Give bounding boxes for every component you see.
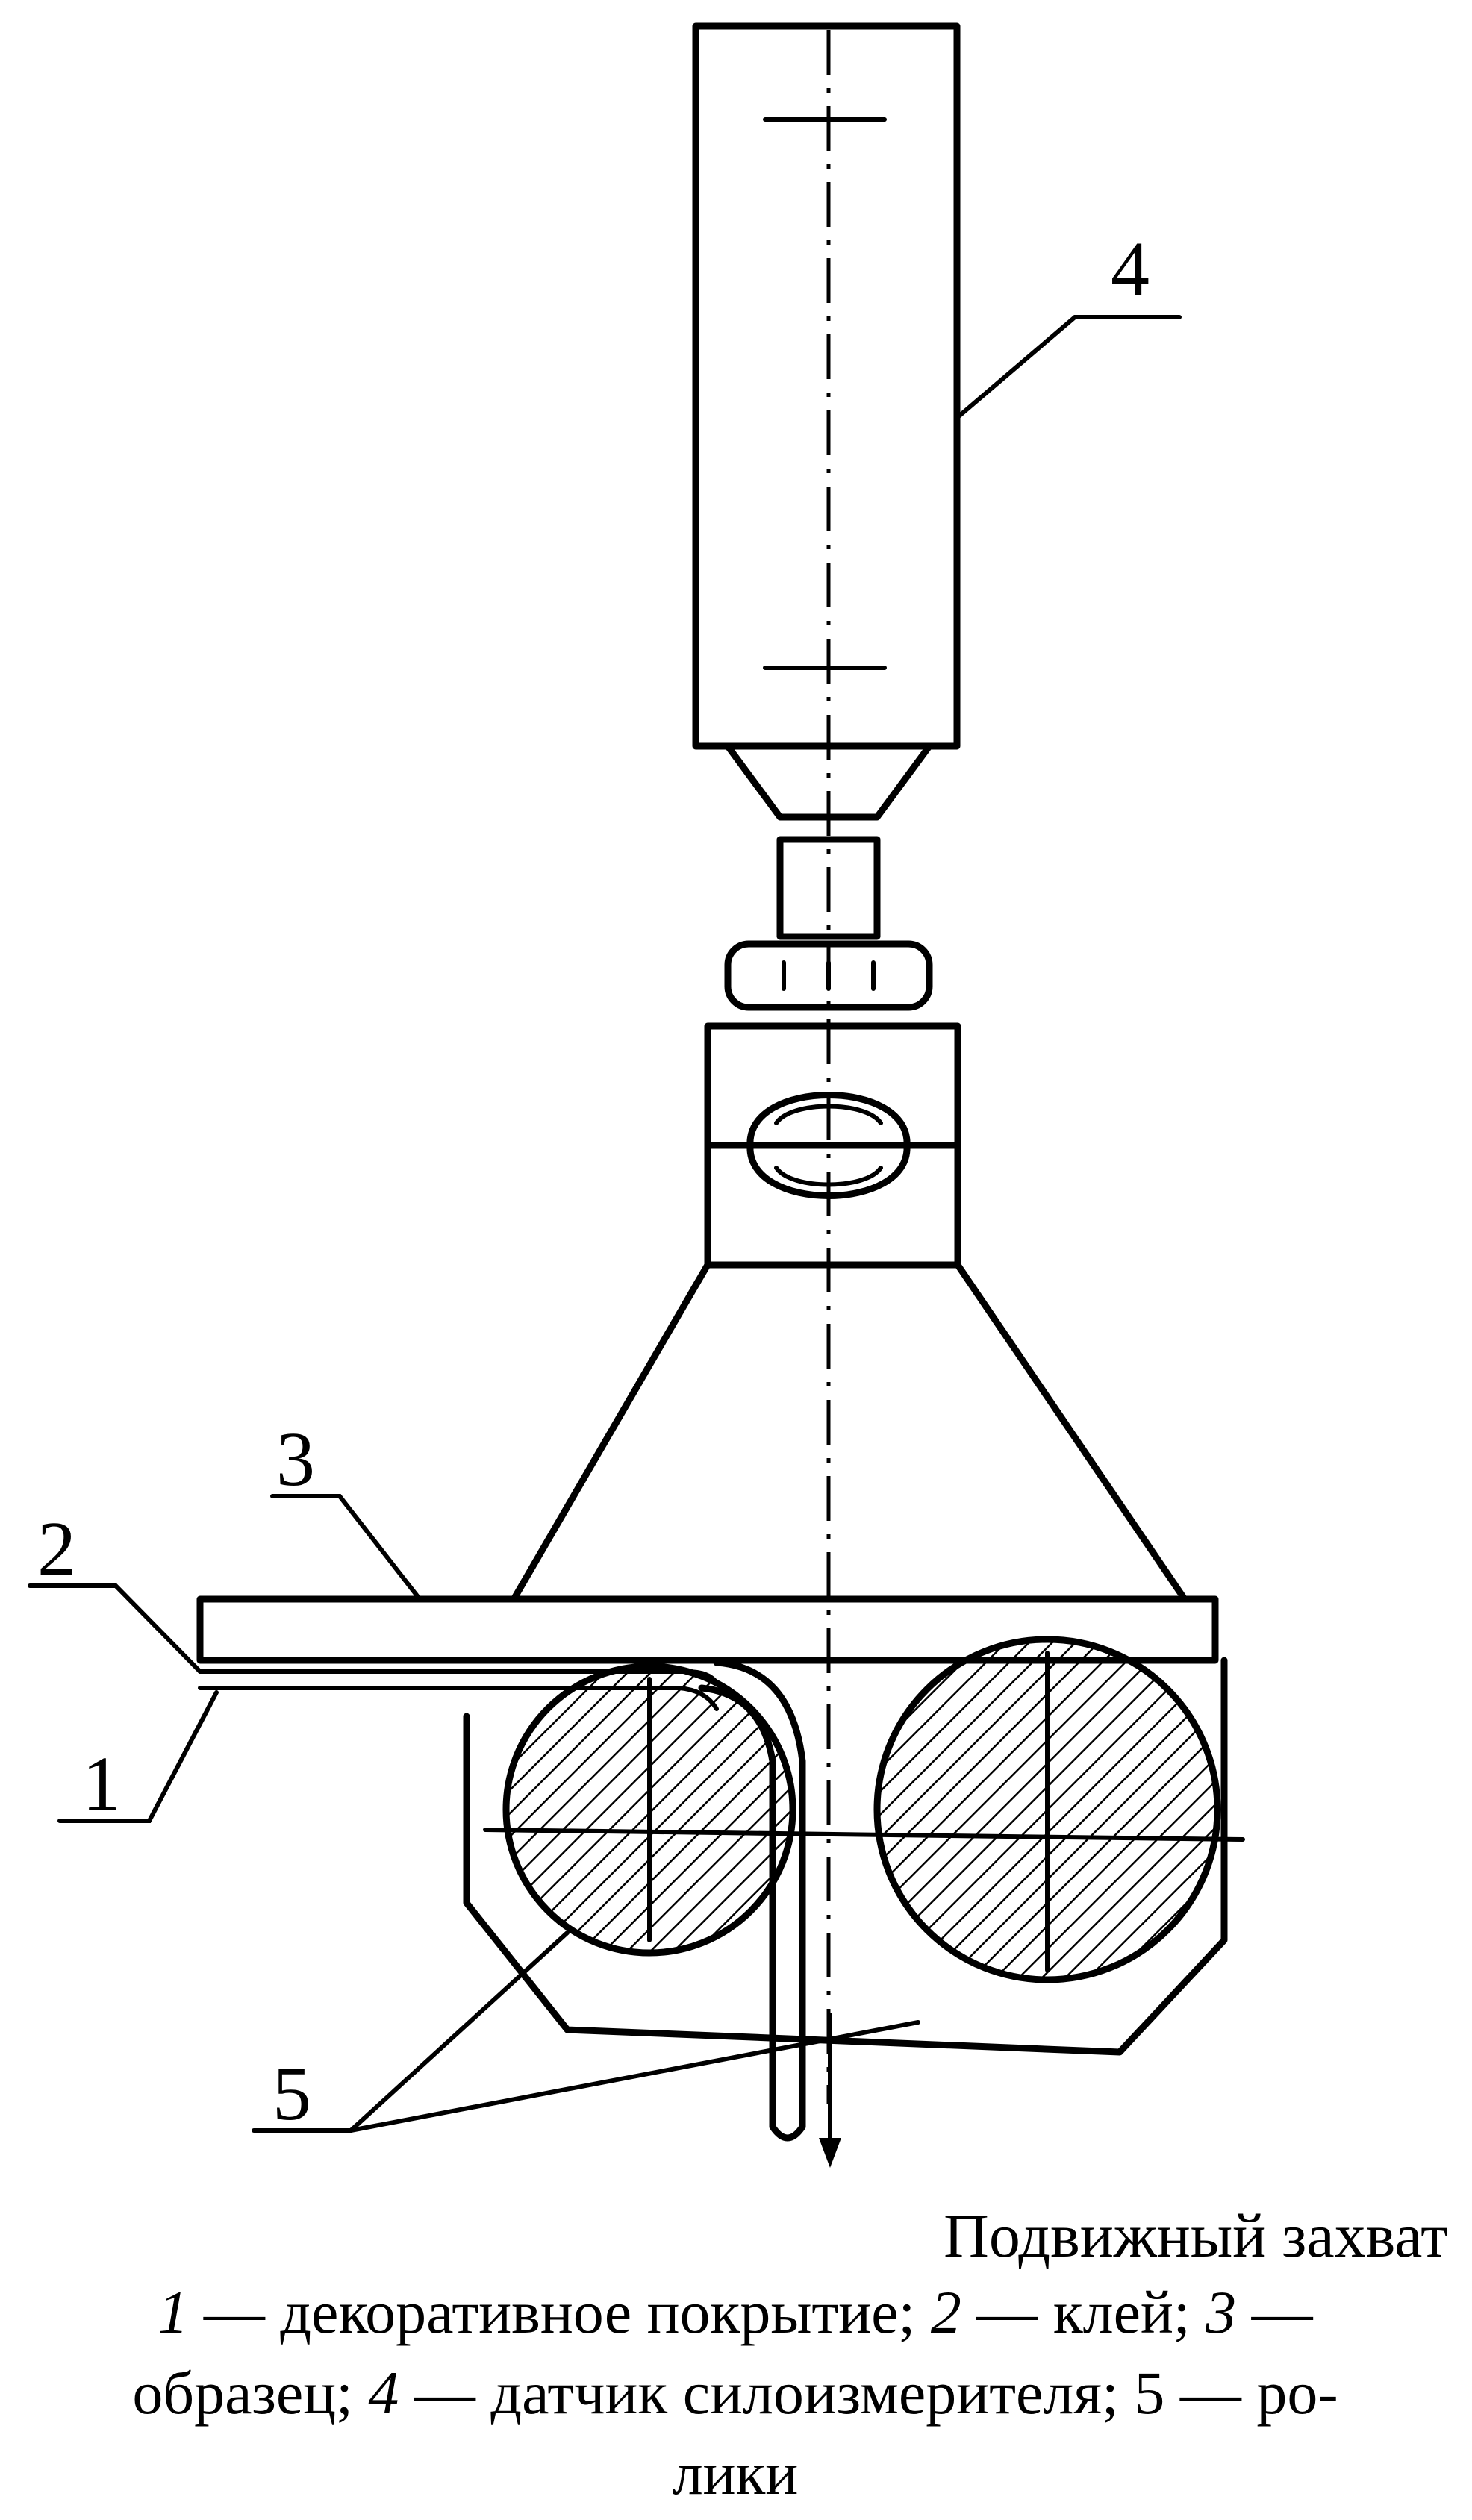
legend-line-3: лики xyxy=(672,2439,799,2507)
label-3: 3 xyxy=(276,1416,315,1502)
sensor-taper xyxy=(724,742,933,821)
label-4: 4 xyxy=(1111,226,1150,312)
specimen-plate xyxy=(196,1595,1219,1664)
legend-text: — клей; xyxy=(961,2278,1206,2346)
legend-text: — xyxy=(1236,2278,1313,2346)
leader-5-b xyxy=(349,2020,920,2133)
moving-grip-caption: Подвижный захват xyxy=(944,2201,1448,2271)
leader-4 xyxy=(955,315,1182,420)
roller-center-line xyxy=(483,1828,1245,1842)
label-2: 2 xyxy=(37,1506,76,1592)
legend-line-2: образец; 4 — датчик силоизмерителя; 5 — … xyxy=(15,2353,1456,2433)
roller-left xyxy=(502,1663,796,1957)
coupling xyxy=(704,836,961,1269)
legend-text: — датчик силоизмерителя; 5 — ро- xyxy=(399,2359,1338,2427)
roller-right xyxy=(873,1636,1221,1983)
leader-2 xyxy=(28,1583,202,1674)
force-sensor xyxy=(692,22,961,821)
coupling-nut xyxy=(724,940,933,1011)
roller-housing xyxy=(463,1657,1228,2056)
leader-1 xyxy=(57,1690,219,1823)
pull-arrow xyxy=(819,2013,841,2168)
legend-text: образец; xyxy=(132,2359,369,2427)
legend-text: — декоративное покрытие; xyxy=(188,2278,931,2346)
legend-number: 4 xyxy=(368,2359,399,2427)
clamp-eye xyxy=(746,1092,911,1199)
legend-number: 3 xyxy=(1206,2278,1237,2346)
legend-number: 2 xyxy=(930,2278,961,2346)
legend-line-1: 1 — декоративное покрытие; 2 — клей; 3 — xyxy=(15,2272,1456,2353)
coupling-shaft xyxy=(776,836,881,940)
label-1: 1 xyxy=(82,1741,121,1827)
label-5: 5 xyxy=(272,2051,311,2136)
figure-legend: 1 — декоративное покрытие; 2 — клей; 3 —… xyxy=(15,2272,1456,2514)
legend-number: 1 xyxy=(158,2278,189,2346)
conical-frame xyxy=(511,1261,1187,1601)
leader-3 xyxy=(270,1494,420,1599)
